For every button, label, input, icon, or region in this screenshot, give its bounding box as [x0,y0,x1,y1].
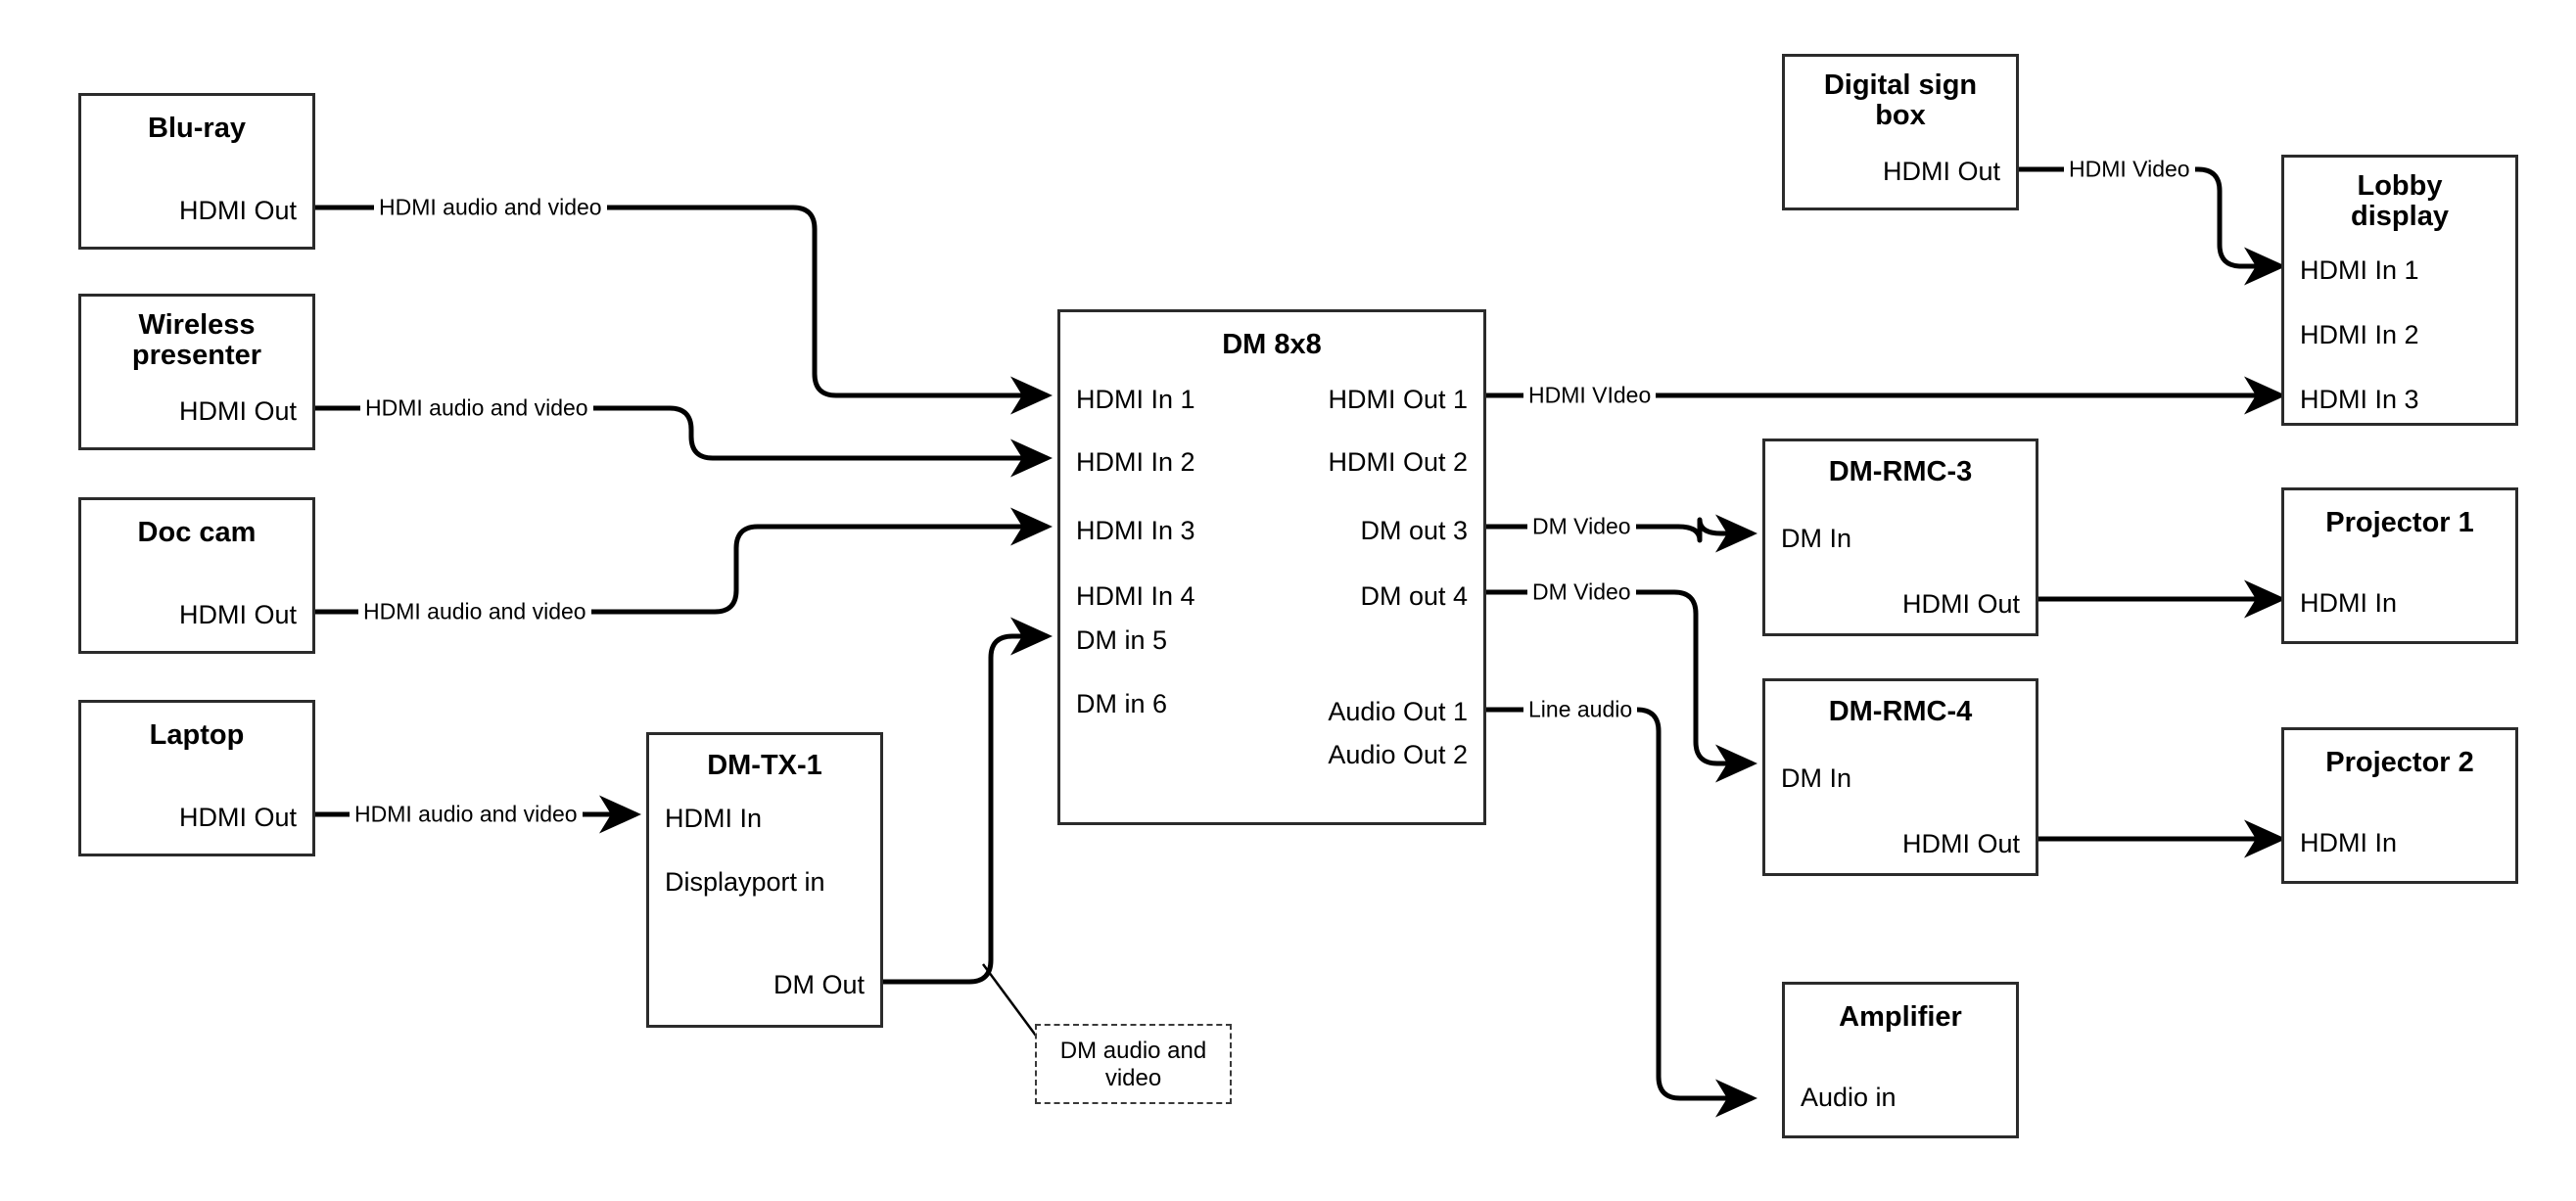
node-dm-8x8-port-hdmi-in-4: HDMI In 4 [1076,581,1195,611]
node-dm-8x8-title: DM 8x8 [1222,329,1322,360]
node-bluray-title: Blu-ray [148,113,246,144]
node-lobby-display-port-hdmi-in-2: HDMI In 2 [2300,320,2419,349]
node-amplifier[interactable]: Amplifier Audio in [1782,982,2019,1138]
node-dm-tx-1-port-hdmi-in: HDMI In [665,804,763,833]
wire-label-dm-out3-to-rmc3: DM Video [1527,513,1636,540]
wire-doccam-to-dm-hdmi-in-3 [315,507,1054,615]
node-dm-8x8-port-dm-in-6: DM in 6 [1076,689,1168,718]
node-dm-tx-1-port-dm-out: DM Out [773,970,865,999]
node-dm-rmc-3-port-hdmi-out: HDMI Out [1901,589,2020,619]
node-dm-8x8-port-hdmi-in-3: HDMI In 3 [1076,516,1195,545]
wire-dm-audioout1-to-amplifier [1486,707,1758,1118]
node-wireless-presenter[interactable]: Wireless presenter HDMI Out [78,294,315,450]
wire-label-doccam-to-dm: HDMI audio and video [358,598,591,625]
node-dm-rmc-3-title: DM-RMC-3 [1828,456,1973,487]
node-dm-8x8-port-hdmi-in-1: HDMI In 1 [1076,385,1195,414]
node-dm-tx-1[interactable]: DM-TX-1 HDMI In Displayport in DM Out [646,732,883,1028]
node-projector-2[interactable]: Projector 2 HDMI In [2281,727,2518,884]
node-dm-8x8-port-audio-out-2: Audio Out 2 [1328,740,1468,769]
wire-label-wireless-to-dm: HDMI audio and video [360,394,593,422]
wire-label-bluray-to-dm: HDMI audio and video [374,194,607,221]
node-dm-rmc-4-port-hdmi-out: HDMI Out [1901,829,2020,858]
node-laptop-port-hdmi-out: HDMI Out [178,803,297,832]
node-projector-1-port-hdmi-in: HDMI In [2300,588,2398,618]
note-dm-audio-and-video-text: DM audio and video [1059,1038,1207,1092]
wire-dm-out4-to-dmrmc4 [1486,589,1758,783]
wire-wireless-to-dm-hdmi-in-2 [315,405,1054,478]
node-dm-rmc-4-title: DM-RMC-4 [1828,696,1973,727]
node-digital-sign-box-title: Digital sign box [1823,69,1978,132]
node-digital-sign-box[interactable]: Digital sign box HDMI Out [1782,54,2019,210]
wire-bluray-to-dm-hdmi-in-1 [315,205,1054,415]
wire-label-dm-out4-to-rmc4: DM Video [1527,578,1636,606]
node-dm-rmc-4-port-dm-in: DM In [1781,763,1852,793]
node-dm-rmc-4[interactable]: DM-RMC-4 DM In HDMI Out [1762,678,2038,876]
wire-dmtx1-to-dm-in-5 [883,617,1054,985]
node-dm-tx-1-title: DM-TX-1 [707,750,822,781]
node-laptop-title: Laptop [149,719,245,751]
node-dm-tx-1-port-displayport-in: Displayport in [665,867,825,897]
node-doc-cam[interactable]: Doc cam HDMI Out [78,497,315,654]
node-lobby-display-title: Lobby display [2351,170,2449,233]
node-projector-1-title: Projector 1 [2325,507,2474,538]
node-laptop[interactable]: Laptop HDMI Out [78,700,315,856]
wire-label-dm-audioout1-to-amp: Line audio [1523,696,1638,723]
node-wireless-presenter-title: Wireless presenter [131,309,262,372]
node-lobby-display-port-hdmi-in-3: HDMI In 3 [2300,385,2419,414]
node-projector-2-port-hdmi-in: HDMI In [2300,828,2398,857]
node-lobby-display[interactable]: Lobby display HDMI In 1 HDMI In 2 HDMI I… [2281,155,2518,426]
node-doc-cam-port-hdmi-out: HDMI Out [178,600,297,629]
node-dm-8x8-port-audio-out-1: Audio Out 1 [1328,697,1468,726]
node-projector-1[interactable]: Projector 1 HDMI In [2281,487,2518,644]
node-dm-8x8-port-hdmi-in-2: HDMI In 2 [1076,447,1195,477]
wire-label-dm-hdmiout1-to-lobby: HDMI VIdeo [1523,382,1657,409]
node-dm-rmc-3[interactable]: DM-RMC-3 DM In HDMI Out [1762,439,2038,636]
node-dm-8x8-port-hdmi-out-2: HDMI Out 2 [1328,447,1468,477]
leader-line-dm-audio-video-note [981,963,1038,1037]
node-dm-8x8-port-dm-out-4: DM out 4 [1360,581,1468,611]
node-digital-sign-box-port-hdmi-out: HDMI Out [1882,157,2000,186]
node-doc-cam-title: Doc cam [137,517,257,548]
node-lobby-display-port-hdmi-in-1: HDMI In 1 [2300,255,2419,285]
wire-label-sign-to-lobby: HDMI Video [2064,156,2195,183]
node-dm-8x8-port-dm-in-5: DM in 5 [1076,625,1168,655]
node-amplifier-title: Amplifier [1839,1001,1962,1033]
node-projector-2-title: Projector 2 [2325,747,2474,778]
wire-digitalsign-to-lobby-hdmi-in-1 [2019,166,2287,286]
note-dm-audio-and-video: DM audio and video [1035,1024,1232,1104]
node-bluray-port-hdmi-out: HDMI Out [178,196,297,225]
node-dm-rmc-3-port-dm-in: DM In [1781,524,1852,553]
node-wireless-presenter-port-hdmi-out: HDMI Out [178,396,297,426]
node-bluray[interactable]: Blu-ray HDMI Out [78,93,315,250]
wire-label-laptop-to-tx: HDMI audio and video [350,801,583,828]
node-dm-8x8-port-hdmi-out-1: HDMI Out 1 [1328,385,1468,414]
node-dm-8x8[interactable]: DM 8x8 HDMI In 1 HDMI In 2 HDMI In 3 HDM… [1057,309,1486,825]
node-dm-8x8-port-dm-out-3: DM out 3 [1360,516,1468,545]
node-amplifier-port-audio-in: Audio in [1801,1083,1897,1112]
wire-dm-out3-to-dmrmc3 [1486,514,1758,553]
